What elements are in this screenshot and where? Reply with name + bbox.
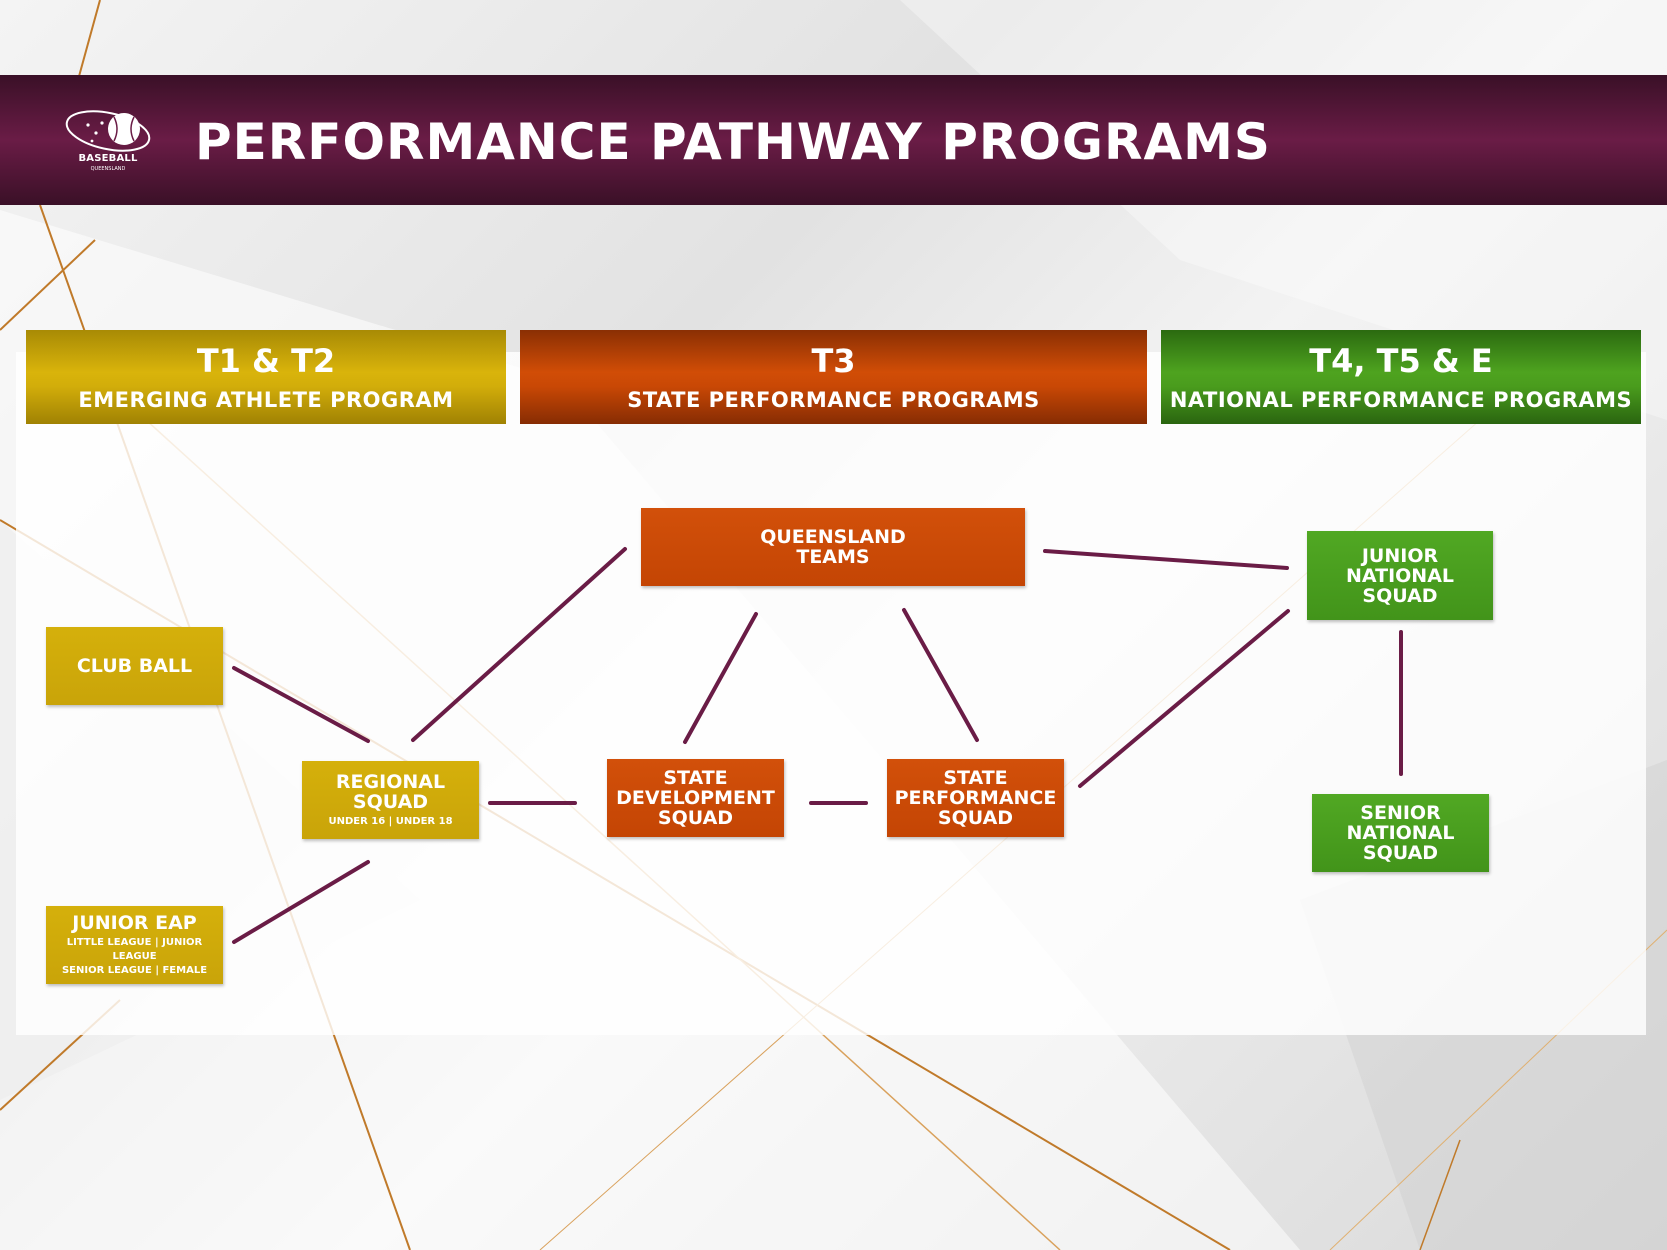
node-club-ball: CLUB BALL bbox=[46, 627, 223, 705]
tier-header-state: T3 STATE PERFORMANCE PROGRAMS bbox=[520, 330, 1147, 424]
node-state-performance-squad: STATE PERFORMANCE SQUAD bbox=[887, 759, 1064, 837]
logo-subwordmark: QUEENSLAND bbox=[90, 166, 126, 172]
node-state-development-squad: STATE DEVELOPMENT SQUAD bbox=[607, 759, 784, 837]
tier-code: T1 & T2 bbox=[196, 342, 336, 380]
tier-code: T3 bbox=[811, 342, 856, 380]
node-queensland-teams: QUEENSLAND TEAMS bbox=[641, 508, 1025, 586]
node-sublabel: LITTLE LEAGUE | JUNIOR LEAGUE SENIOR LEA… bbox=[61, 936, 208, 976]
tier-name: STATE PERFORMANCE PROGRAMS bbox=[627, 388, 1040, 412]
node-label: JUNIOR EAP bbox=[72, 911, 197, 934]
node-sublabel: UNDER 16 | UNDER 18 bbox=[328, 815, 453, 827]
logo-wordmark: BASEBALL bbox=[78, 153, 138, 164]
node-label: STATE DEVELOPMENT SQUAD bbox=[616, 767, 775, 829]
node-label: STATE PERFORMANCE SQUAD bbox=[894, 767, 1057, 829]
node-label: QUEENSLAND TEAMS bbox=[760, 526, 906, 568]
header-bar: BASEBALL QUEENSLAND PERFORMANCE PATHWAY … bbox=[0, 75, 1667, 205]
node-junior-eap: JUNIOR EAP LITTLE LEAGUE | JUNIOR LEAGUE… bbox=[46, 906, 223, 984]
page-title: PERFORMANCE PATHWAY PROGRAMS bbox=[195, 113, 1271, 171]
tier-code: T4, T5 & E bbox=[1309, 342, 1493, 380]
node-label: CLUB BALL bbox=[76, 655, 193, 677]
node-junior-national-squad: JUNIOR NATIONAL SQUAD bbox=[1307, 531, 1493, 620]
tier-header-emerging: T1 & T2 EMERGING ATHLETE PROGRAM bbox=[26, 330, 506, 424]
node-label: JUNIOR NATIONAL SQUAD bbox=[1345, 544, 1455, 607]
tier-name: NATIONAL PERFORMANCE PROGRAMS bbox=[1169, 388, 1633, 412]
diagram-panel bbox=[16, 352, 1646, 1035]
node-label: REGIONAL SQUAD bbox=[335, 770, 446, 813]
tier-header-national: T4, T5 & E NATIONAL PERFORMANCE PROGRAMS bbox=[1161, 330, 1641, 424]
node-label: SENIOR NATIONAL SQUAD bbox=[1346, 802, 1455, 864]
node-regional-squad: REGIONAL SQUAD UNDER 16 | UNDER 18 bbox=[302, 761, 479, 839]
node-senior-national-squad: SENIOR NATIONAL SQUAD bbox=[1312, 794, 1489, 872]
tier-name: EMERGING ATHLETE PROGRAM bbox=[78, 388, 454, 412]
baseball-queensland-logo: BASEBALL QUEENSLAND bbox=[58, 103, 158, 181]
baseball-logo-icon bbox=[65, 110, 151, 152]
